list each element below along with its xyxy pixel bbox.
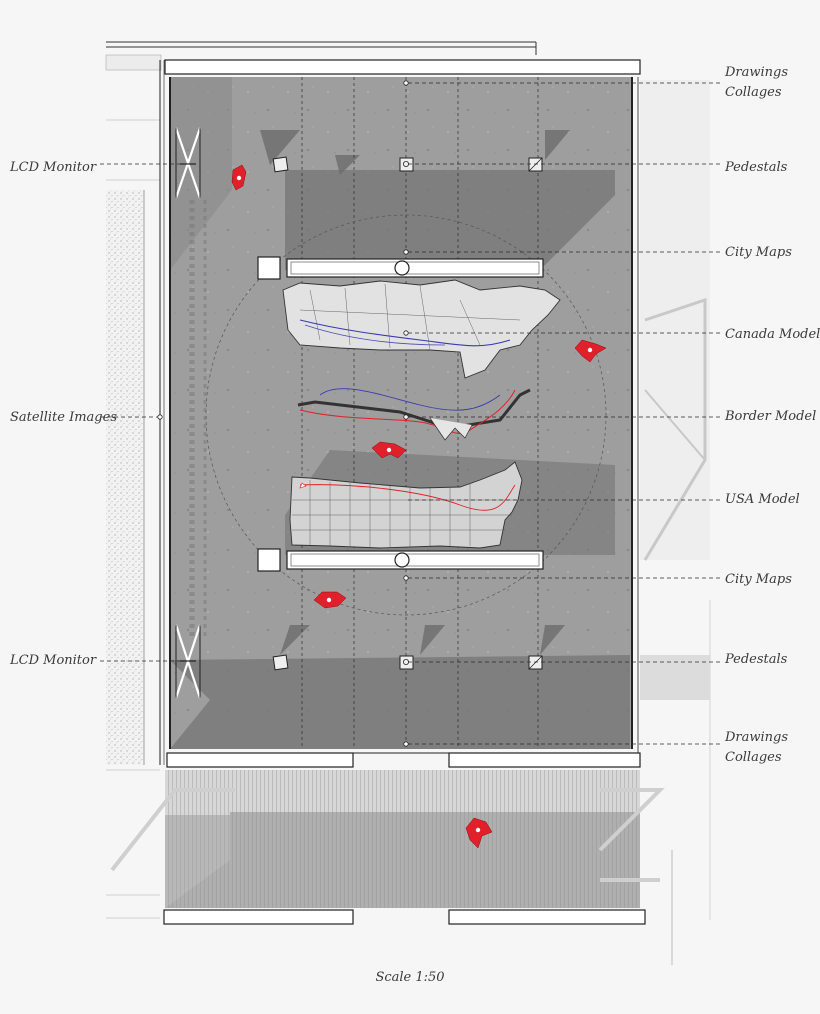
border-model [297, 388, 531, 441]
label-lcd-monitor-bottom: LCD Monitor [10, 653, 97, 668]
label-usa-model: USA Model [725, 492, 800, 507]
structural-beams [163, 59, 646, 925]
label-satellite-images: Satellite Images [10, 410, 117, 425]
figure-icon [465, 817, 493, 849]
figure-icon [313, 591, 347, 609]
label-city-maps-bottom: City Maps [725, 572, 792, 587]
city-maps-display-bottom [257, 548, 544, 572]
pedestals-bottom [272, 654, 543, 671]
canada-model [282, 279, 561, 379]
pedestals-top [272, 156, 543, 173]
figure-icon [574, 339, 607, 363]
lcd-monitor-bottom [174, 624, 202, 699]
label-pedestals-bottom: Pedestals [725, 652, 788, 667]
figure-icon [371, 441, 407, 459]
figure-icon [231, 164, 247, 191]
leader-lines [100, 82, 720, 745]
city-maps-display-top [257, 256, 544, 280]
scale-caption: Scale 1:50 [375, 970, 445, 985]
entrance-area [110, 770, 665, 908]
label-lcd-monitor-top: LCD Monitor [10, 160, 97, 175]
label-canada-model: Canada Model [725, 327, 820, 342]
building-context [105, 41, 711, 965]
usa-model [289, 461, 523, 549]
lcd-monitor-top [174, 127, 202, 199]
leader-dots [157, 80, 409, 747]
label-border-model: Border Model [725, 409, 817, 424]
label-city-maps-top: City Maps [725, 245, 792, 260]
label-pedestals-top: Pedestals [725, 160, 788, 175]
